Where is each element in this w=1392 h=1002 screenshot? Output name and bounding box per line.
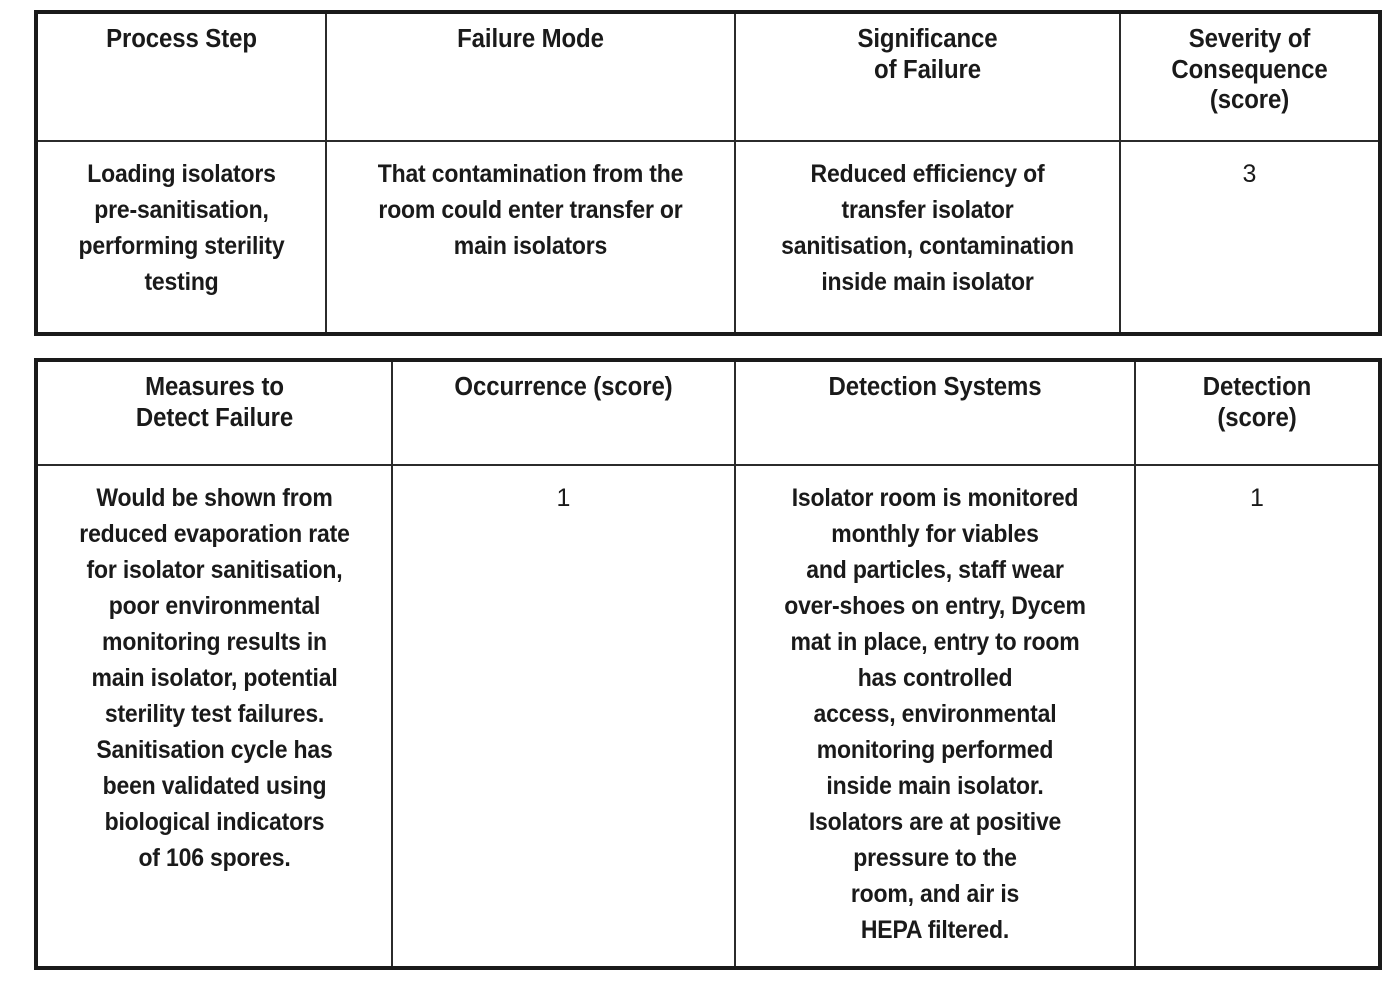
cell-failure-mode-text: That contamination from the room could e… <box>377 160 684 260</box>
column-header-significance-of-failure-label: Significance of Failure <box>857 25 998 84</box>
column-header-occurrence: Occurrence (score) <box>391 359 736 466</box>
cell-detection-systems-text: Isolator room is monitored monthly for v… <box>784 484 1086 944</box>
column-header-detection-score: Detection (score) <box>1134 359 1381 466</box>
column-header-measures-to-detect-failure: Measures to Detect Failure <box>35 359 393 466</box>
cell-occurrence-score: 1 <box>391 464 736 969</box>
cell-detection-score: 1 <box>1134 464 1381 969</box>
column-header-detection-systems-label: Detection Systems <box>828 373 1042 401</box>
fmea-table-part-two: Measures to Detect Failure Occurrence (s… <box>34 358 1382 970</box>
column-header-failure-mode: Failure Mode <box>325 11 736 142</box>
table-one-header: Process Step Failure Mode Significance o… <box>35 11 1381 142</box>
cell-measures-to-detect-failure-text: Would be shown from reduced evaporation … <box>79 484 350 872</box>
column-header-process-step-label: Process Step <box>106 25 257 53</box>
cell-process-step-text: Loading isolators pre-sanitisation, perf… <box>78 160 285 296</box>
column-header-detection-score-label: Detection (score) <box>1202 373 1312 432</box>
cell-severity-of-consequence-score: 3 <box>1119 140 1381 335</box>
column-header-significance-of-failure: Significance of Failure <box>734 11 1121 142</box>
cell-significance-of-failure: Reduced efficiency of transfer isolator … <box>734 140 1121 335</box>
column-header-occurrence-label: Occurrence (score) <box>454 373 673 401</box>
cell-significance-of-failure-text: Reduced efficiency of transfer isolator … <box>781 160 1074 296</box>
table-separator <box>34 336 1378 358</box>
table-row: Would be shown from reduced evaporation … <box>35 464 1381 969</box>
table-two-header: Measures to Detect Failure Occurrence (s… <box>35 359 1381 466</box>
column-header-measures-to-detect-failure-label: Measures to Detect Failure <box>135 373 294 432</box>
table-one-body: Loading isolators pre-sanitisation, perf… <box>35 140 1381 335</box>
table-row: Loading isolators pre-sanitisation, perf… <box>35 140 1381 335</box>
cell-process-step: Loading isolators pre-sanitisation, perf… <box>35 140 327 335</box>
table-row-header: Measures to Detect Failure Occurrence (s… <box>35 359 1381 466</box>
column-header-failure-mode-label: Failure Mode <box>457 25 604 53</box>
table-row-header: Process Step Failure Mode Significance o… <box>35 11 1381 142</box>
fmea-table-part-one: Process Step Failure Mode Significance o… <box>34 10 1382 336</box>
cell-detection-value: 1 <box>1250 484 1264 512</box>
cell-failure-mode: That contamination from the room could e… <box>325 140 736 335</box>
column-header-severity-of-consequence: Severity of Consequence (score) <box>1119 11 1381 142</box>
table-two-body: Would be shown from reduced evaporation … <box>35 464 1381 969</box>
cell-measures-to-detect-failure: Would be shown from reduced evaporation … <box>35 464 393 969</box>
column-header-process-step: Process Step <box>35 11 327 142</box>
cell-occurrence-value: 1 <box>556 484 571 512</box>
column-header-severity-of-consequence-label: Severity of Consequence (score) <box>1171 25 1328 115</box>
cell-detection-systems: Isolator room is monitored monthly for v… <box>734 464 1136 969</box>
cell-severity-of-consequence-value: 3 <box>1242 160 1257 188</box>
column-header-detection-systems: Detection Systems <box>734 359 1136 466</box>
